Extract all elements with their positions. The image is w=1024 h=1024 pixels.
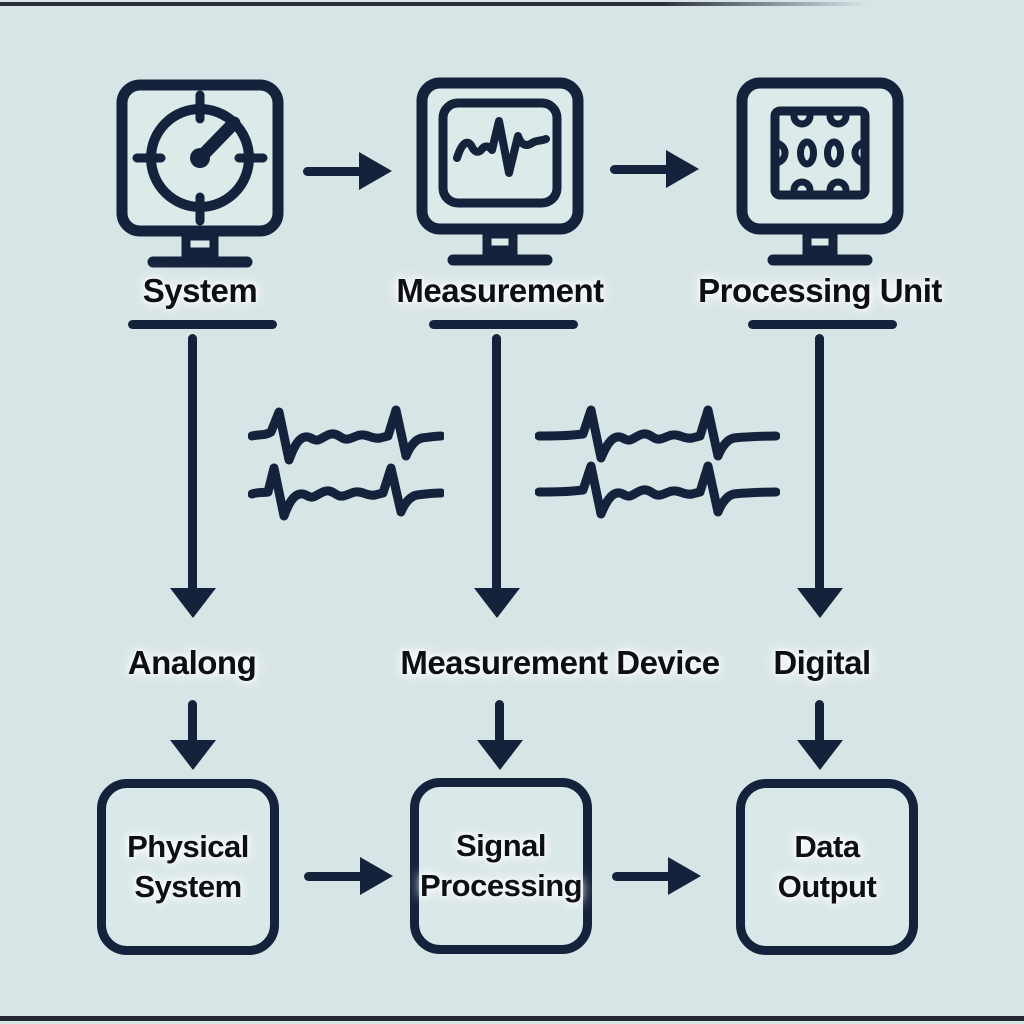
arrow-shaft (815, 700, 824, 744)
right-arrow-icon (610, 150, 702, 188)
down-arrow-icon (170, 700, 216, 770)
label-measurement: Measurement (396, 272, 604, 309)
label-underline (128, 320, 277, 329)
arrow-shaft (303, 167, 363, 176)
down-arrow-icon (477, 700, 523, 770)
arrow-head (360, 857, 393, 895)
label-measurement-device: Measurement Device (400, 644, 720, 681)
right-arrow-icon (612, 857, 704, 895)
down-arrow-icon (797, 334, 843, 618)
arrow-head (477, 740, 523, 770)
arrow-shaft (188, 700, 197, 744)
box-signal-processing: Signal Processing (410, 778, 592, 954)
arrow-shaft (492, 334, 501, 592)
gauge-icon (116, 79, 284, 268)
label-digital: Digital (773, 644, 871, 681)
box-label-line: Physical (127, 828, 249, 864)
down-arrow-icon (474, 334, 520, 618)
arrow-head (359, 152, 392, 190)
label-underline (748, 320, 897, 329)
box-label-line: Processing (419, 868, 583, 903)
arrow-head (170, 740, 216, 770)
down-arrow-icon (797, 700, 843, 770)
arrow-head (797, 588, 843, 618)
frame-top-border (0, 2, 868, 6)
waveform-monitor-icon (416, 77, 584, 266)
box-physical-system: Physical System (97, 779, 279, 955)
label-analog: Analong (127, 644, 257, 681)
down-arrow-icon (170, 334, 216, 618)
label-underline (429, 320, 578, 329)
right-arrow-icon (304, 857, 396, 895)
signal-waves-icon (248, 405, 444, 521)
box-label-line: Data (794, 828, 860, 864)
label-system: System (142, 272, 258, 309)
arrow-head (797, 740, 843, 770)
arrow-shaft (612, 872, 672, 881)
arrow-shaft (495, 700, 504, 744)
arrow-shaft (304, 872, 364, 881)
arrow-head (666, 150, 699, 188)
arrow-shaft (188, 334, 197, 592)
arrow-shaft (610, 165, 670, 174)
box-label-line: Signal (455, 827, 547, 863)
box-label-line: System (134, 869, 242, 904)
arrow-head (170, 588, 216, 618)
box-label-line: Output (777, 869, 877, 904)
signal-waves-icon (535, 405, 780, 519)
right-arrow-icon (303, 152, 395, 190)
arrow-head (474, 588, 520, 618)
arrow-head (668, 857, 701, 895)
arrow-shaft (815, 334, 824, 592)
chip-monitor-icon (736, 77, 904, 266)
frame-bottom-border (0, 1016, 1024, 1021)
label-processing-unit: Processing Unit (698, 272, 942, 309)
box-data-output: Data Output (736, 779, 918, 955)
